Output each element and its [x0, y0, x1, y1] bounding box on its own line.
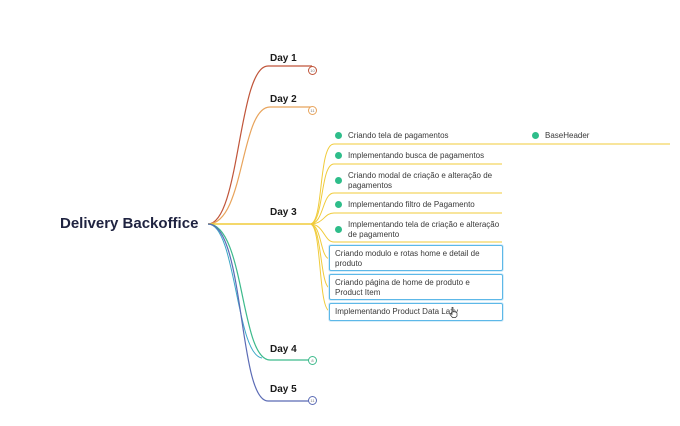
- branch-day-1: [207, 65, 312, 225]
- day-2-collapse-badge[interactable]: 11: [308, 106, 317, 115]
- sub-branch-8: [309, 223, 331, 312]
- selected-task-node[interactable]: Implementando Product Data Lazy: [329, 303, 503, 321]
- selected-task-node[interactable]: Criando página de home de produto e Prod…: [329, 274, 503, 300]
- selected-task-node[interactable]: Criando modulo e rotas home e detail de …: [329, 245, 503, 271]
- task-status-dot-icon: [335, 152, 342, 159]
- task-status-dot-icon: [532, 132, 539, 139]
- task-item[interactable]: Criando tela de pagamentos: [335, 131, 449, 141]
- task-item[interactable]: Implementando tela de criação e alteraçã…: [335, 220, 503, 240]
- sub-branch-4: [309, 212, 502, 225]
- task-label: Criando tela de pagamentos: [348, 131, 449, 140]
- sub-branch-5: [309, 223, 502, 243]
- day-4-label[interactable]: Day 4: [270, 344, 297, 355]
- branch-day-2: [207, 106, 312, 225]
- task-status-dot-icon: [335, 177, 342, 184]
- root-node-title[interactable]: Delivery Backoffice: [60, 215, 199, 232]
- day-3-label[interactable]: Day 3: [270, 207, 297, 218]
- task-label: Implementando busca de pagamentos: [348, 151, 485, 160]
- day-2-label[interactable]: Day 2: [270, 94, 297, 105]
- task-child-label: BaseHeader: [545, 131, 590, 140]
- sub-branch-2: [309, 163, 502, 225]
- task-item[interactable]: Implementando filtro de Pagamento: [335, 200, 475, 210]
- day-1-collapse-badge[interactable]: 10: [308, 66, 317, 75]
- branch-day-4-secondary: [207, 223, 263, 359]
- hand-pointer-icon: [449, 307, 458, 318]
- task-label: Implementando filtro de Pagamento: [348, 200, 475, 209]
- task-item[interactable]: Implementando busca de pagamentos: [335, 151, 484, 161]
- day-4-collapse-badge[interactable]: 8: [308, 356, 317, 365]
- task-status-dot-icon: [335, 132, 342, 139]
- sub-branch-3: [309, 192, 502, 225]
- task-status-dot-icon: [335, 201, 342, 208]
- branch-day-4: [207, 223, 312, 361]
- branch-day-5: [207, 223, 312, 402]
- day-5-label[interactable]: Day 5: [270, 384, 297, 395]
- day-5-collapse-badge[interactable]: 11: [308, 396, 317, 405]
- task-item[interactable]: Criando modal de criação e alteração de …: [335, 171, 503, 191]
- task-status-dot-icon: [335, 226, 342, 233]
- task-child-item[interactable]: BaseHeader: [532, 131, 589, 141]
- day-1-label[interactable]: Day 1: [270, 53, 297, 64]
- task-label: Criando modal de criação e alteração de …: [348, 171, 493, 190]
- sub-branch-1: [309, 143, 670, 225]
- task-label: Implementando tela de criação e alteraçã…: [348, 220, 500, 239]
- sub-branch-7: [309, 223, 331, 289]
